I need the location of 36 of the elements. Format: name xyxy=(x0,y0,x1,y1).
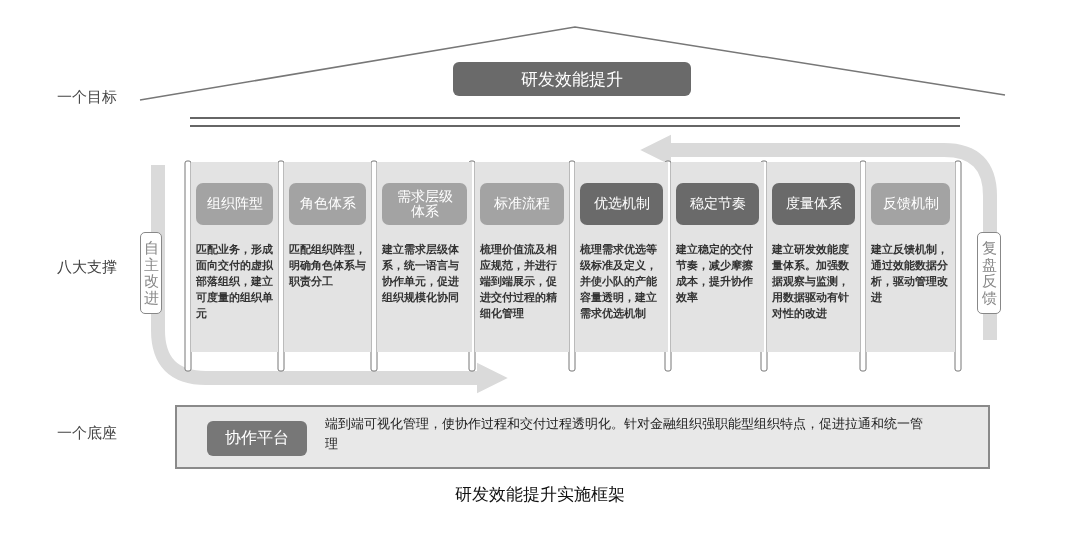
pillar-description: 建立反馈机制，通过效能数据分析，驱动管理改进 xyxy=(871,242,949,306)
pillar-heading: 需求层级体系 xyxy=(382,183,467,225)
pillar-heading: 组织阵型 xyxy=(196,183,273,225)
goal-box: 研发效能提升 xyxy=(453,62,691,96)
pillar-panel xyxy=(284,162,371,352)
pillar-description: 梳理价值流及相应规范，并进行端到端展示，促进交付过程的精细化管理 xyxy=(480,242,558,322)
caption: 研发效能提升实施框架 xyxy=(454,483,626,506)
pillar-heading: 度量体系 xyxy=(772,183,855,225)
platform-badge: 协作平台 xyxy=(207,421,307,456)
pillar-description: 匹配组织阵型，明确角色体系与职责分工 xyxy=(289,242,367,290)
pillar-heading: 反馈机制 xyxy=(871,183,950,225)
pillar-heading: 优选机制 xyxy=(580,183,663,225)
pillar-panel xyxy=(191,162,278,352)
row-label: 一个底座 xyxy=(57,424,117,443)
pillar-panel xyxy=(767,162,860,352)
pillar-panel xyxy=(475,162,569,352)
vertical-label-box xyxy=(140,232,162,314)
pillar-description: 匹配业务，形成面向交付的虚拟部落组织，建立可度量的组织单元 xyxy=(196,242,274,322)
row-label: 八大支撑 xyxy=(57,258,117,277)
vertical-label: 自主改进 xyxy=(143,240,159,306)
vertical-label: 复盘反馈 xyxy=(981,240,997,306)
pillar-heading: 标准流程 xyxy=(480,183,564,225)
pillar-description: 建立研发效能度量体系。加强数据观察与监测，用数据驱动有针对性的改进 xyxy=(772,242,850,322)
pillar-panel xyxy=(671,162,764,352)
pillar-heading: 稳定节奏 xyxy=(676,183,759,225)
base-panel xyxy=(175,405,990,469)
pillar-heading: 角色体系 xyxy=(289,183,366,225)
row-label: 一个目标 xyxy=(57,88,117,107)
pillar-description: 梳理需求优选等级标准及定义，并使小队的产能容量透明，建立需求优选机制 xyxy=(580,242,658,322)
pillar-panel xyxy=(575,162,668,352)
pillar-description: 建立稳定的交付节奏，减少摩擦成本，提升协作效率 xyxy=(676,242,754,306)
vertical-label-box xyxy=(977,232,1001,314)
pillar-description: 建立需求层级体系，统一语言与协作单元，促进组织规模化协同 xyxy=(382,242,460,306)
pillar-panel xyxy=(866,162,955,352)
pillar-panel xyxy=(377,162,472,352)
base-description: 端到端可视化管理，使协作过程和交付过程透明化。针对金融组织强职能型组织特点，促进拉通和统一管理 xyxy=(325,415,924,454)
